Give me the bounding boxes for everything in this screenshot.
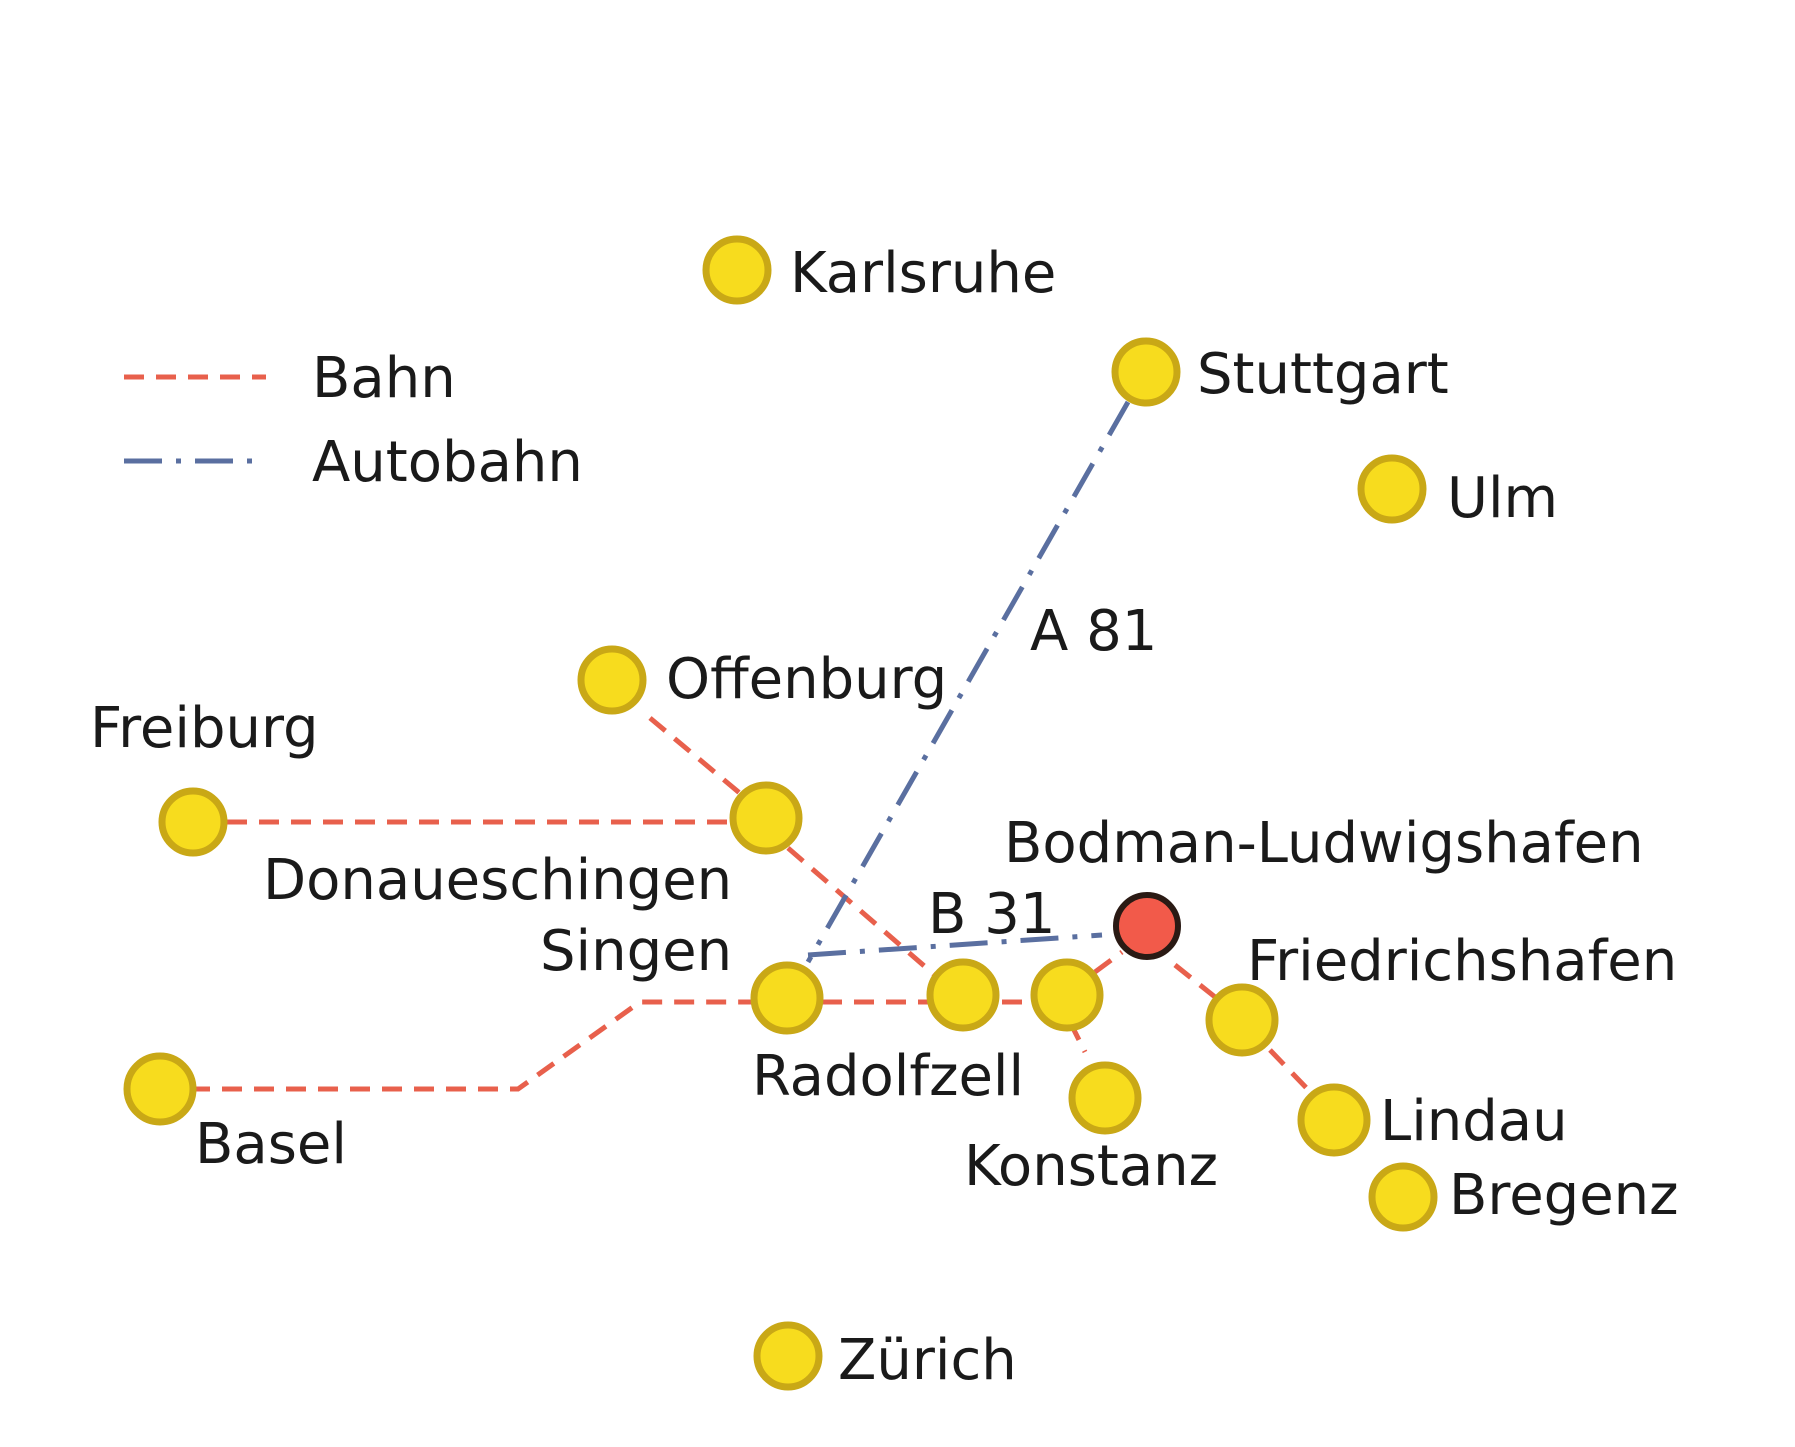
city-marker-radolfzell <box>926 958 1000 1032</box>
city-label-konstanz: Konstanz <box>964 1134 1218 1199</box>
city-label-offenburg: Offenburg <box>666 647 947 712</box>
city-label-ulm: Ulm <box>1447 466 1558 531</box>
city-label-friedrichshafen: Friedrichshafen <box>1247 929 1677 994</box>
city-marker-lindau <box>1297 1083 1371 1157</box>
bahn-bodman-friedrichshafen <box>1173 963 1227 1007</box>
city-marker-konstanz <box>1068 1061 1142 1135</box>
city-marker-junction <box>1030 958 1104 1032</box>
city-label-basel: Basel <box>195 1112 347 1177</box>
bahn-basel-singen <box>190 999 760 1092</box>
bahn-donaueschingen-radolfzell <box>786 846 954 992</box>
city-label-bodman: Bodman-Ludwigshafen <box>1004 811 1644 876</box>
city-marker-bregenz <box>1368 1162 1438 1232</box>
legend-autobahn-label: Autobahn <box>312 430 583 495</box>
legend-bahn-label: Bahn <box>312 346 456 411</box>
city-labels: Karlsruhe Stuttgart Ulm Offenburg Freibu… <box>90 241 1679 1393</box>
city-label-donaueschingen: Donaueschingen <box>263 848 732 913</box>
autobahn-b31 <box>807 932 1103 958</box>
city-marker-karlsruhe <box>702 235 772 305</box>
city-markers <box>123 235 1438 1391</box>
city-label-lindau: Lindau <box>1380 1089 1568 1154</box>
destination-marker-bodman <box>1113 892 1181 960</box>
city-marker-ulm <box>1357 454 1427 524</box>
city-label-radolfzell: Radolfzell <box>752 1044 1024 1109</box>
autobahn-lines <box>805 400 1131 964</box>
city-label-zurich: Zürich <box>838 1328 1017 1393</box>
legend: Bahn Autobahn <box>124 346 583 495</box>
autobahn-a81 <box>805 400 1131 964</box>
bahn-junction-bodman <box>1093 949 1124 975</box>
city-marker-friedrichshafen <box>1205 983 1279 1057</box>
road-label-b31: B 31 <box>928 882 1055 947</box>
city-label-bregenz: Bregenz <box>1449 1163 1679 1228</box>
bahn-friedrichshafen-lindau <box>1268 1048 1320 1102</box>
city-marker-freiburg <box>158 787 228 857</box>
city-marker-stuttgart <box>1111 337 1181 407</box>
city-label-freiburg: Freiburg <box>90 696 319 761</box>
city-label-karlsruhe: Karlsruhe <box>790 241 1056 306</box>
city-marker-offenburg <box>577 645 647 715</box>
city-marker-singen <box>750 961 824 1035</box>
city-label-stuttgart: Stuttgart <box>1197 342 1449 407</box>
road-label-a81: A 81 <box>1030 599 1157 664</box>
city-marker-zurich <box>753 1321 823 1391</box>
city-marker-basel <box>123 1052 197 1126</box>
city-label-singen: Singen <box>540 919 732 984</box>
bahn-offenburg-donaueschingen <box>648 716 750 802</box>
city-marker-donaueschingen <box>729 781 803 855</box>
